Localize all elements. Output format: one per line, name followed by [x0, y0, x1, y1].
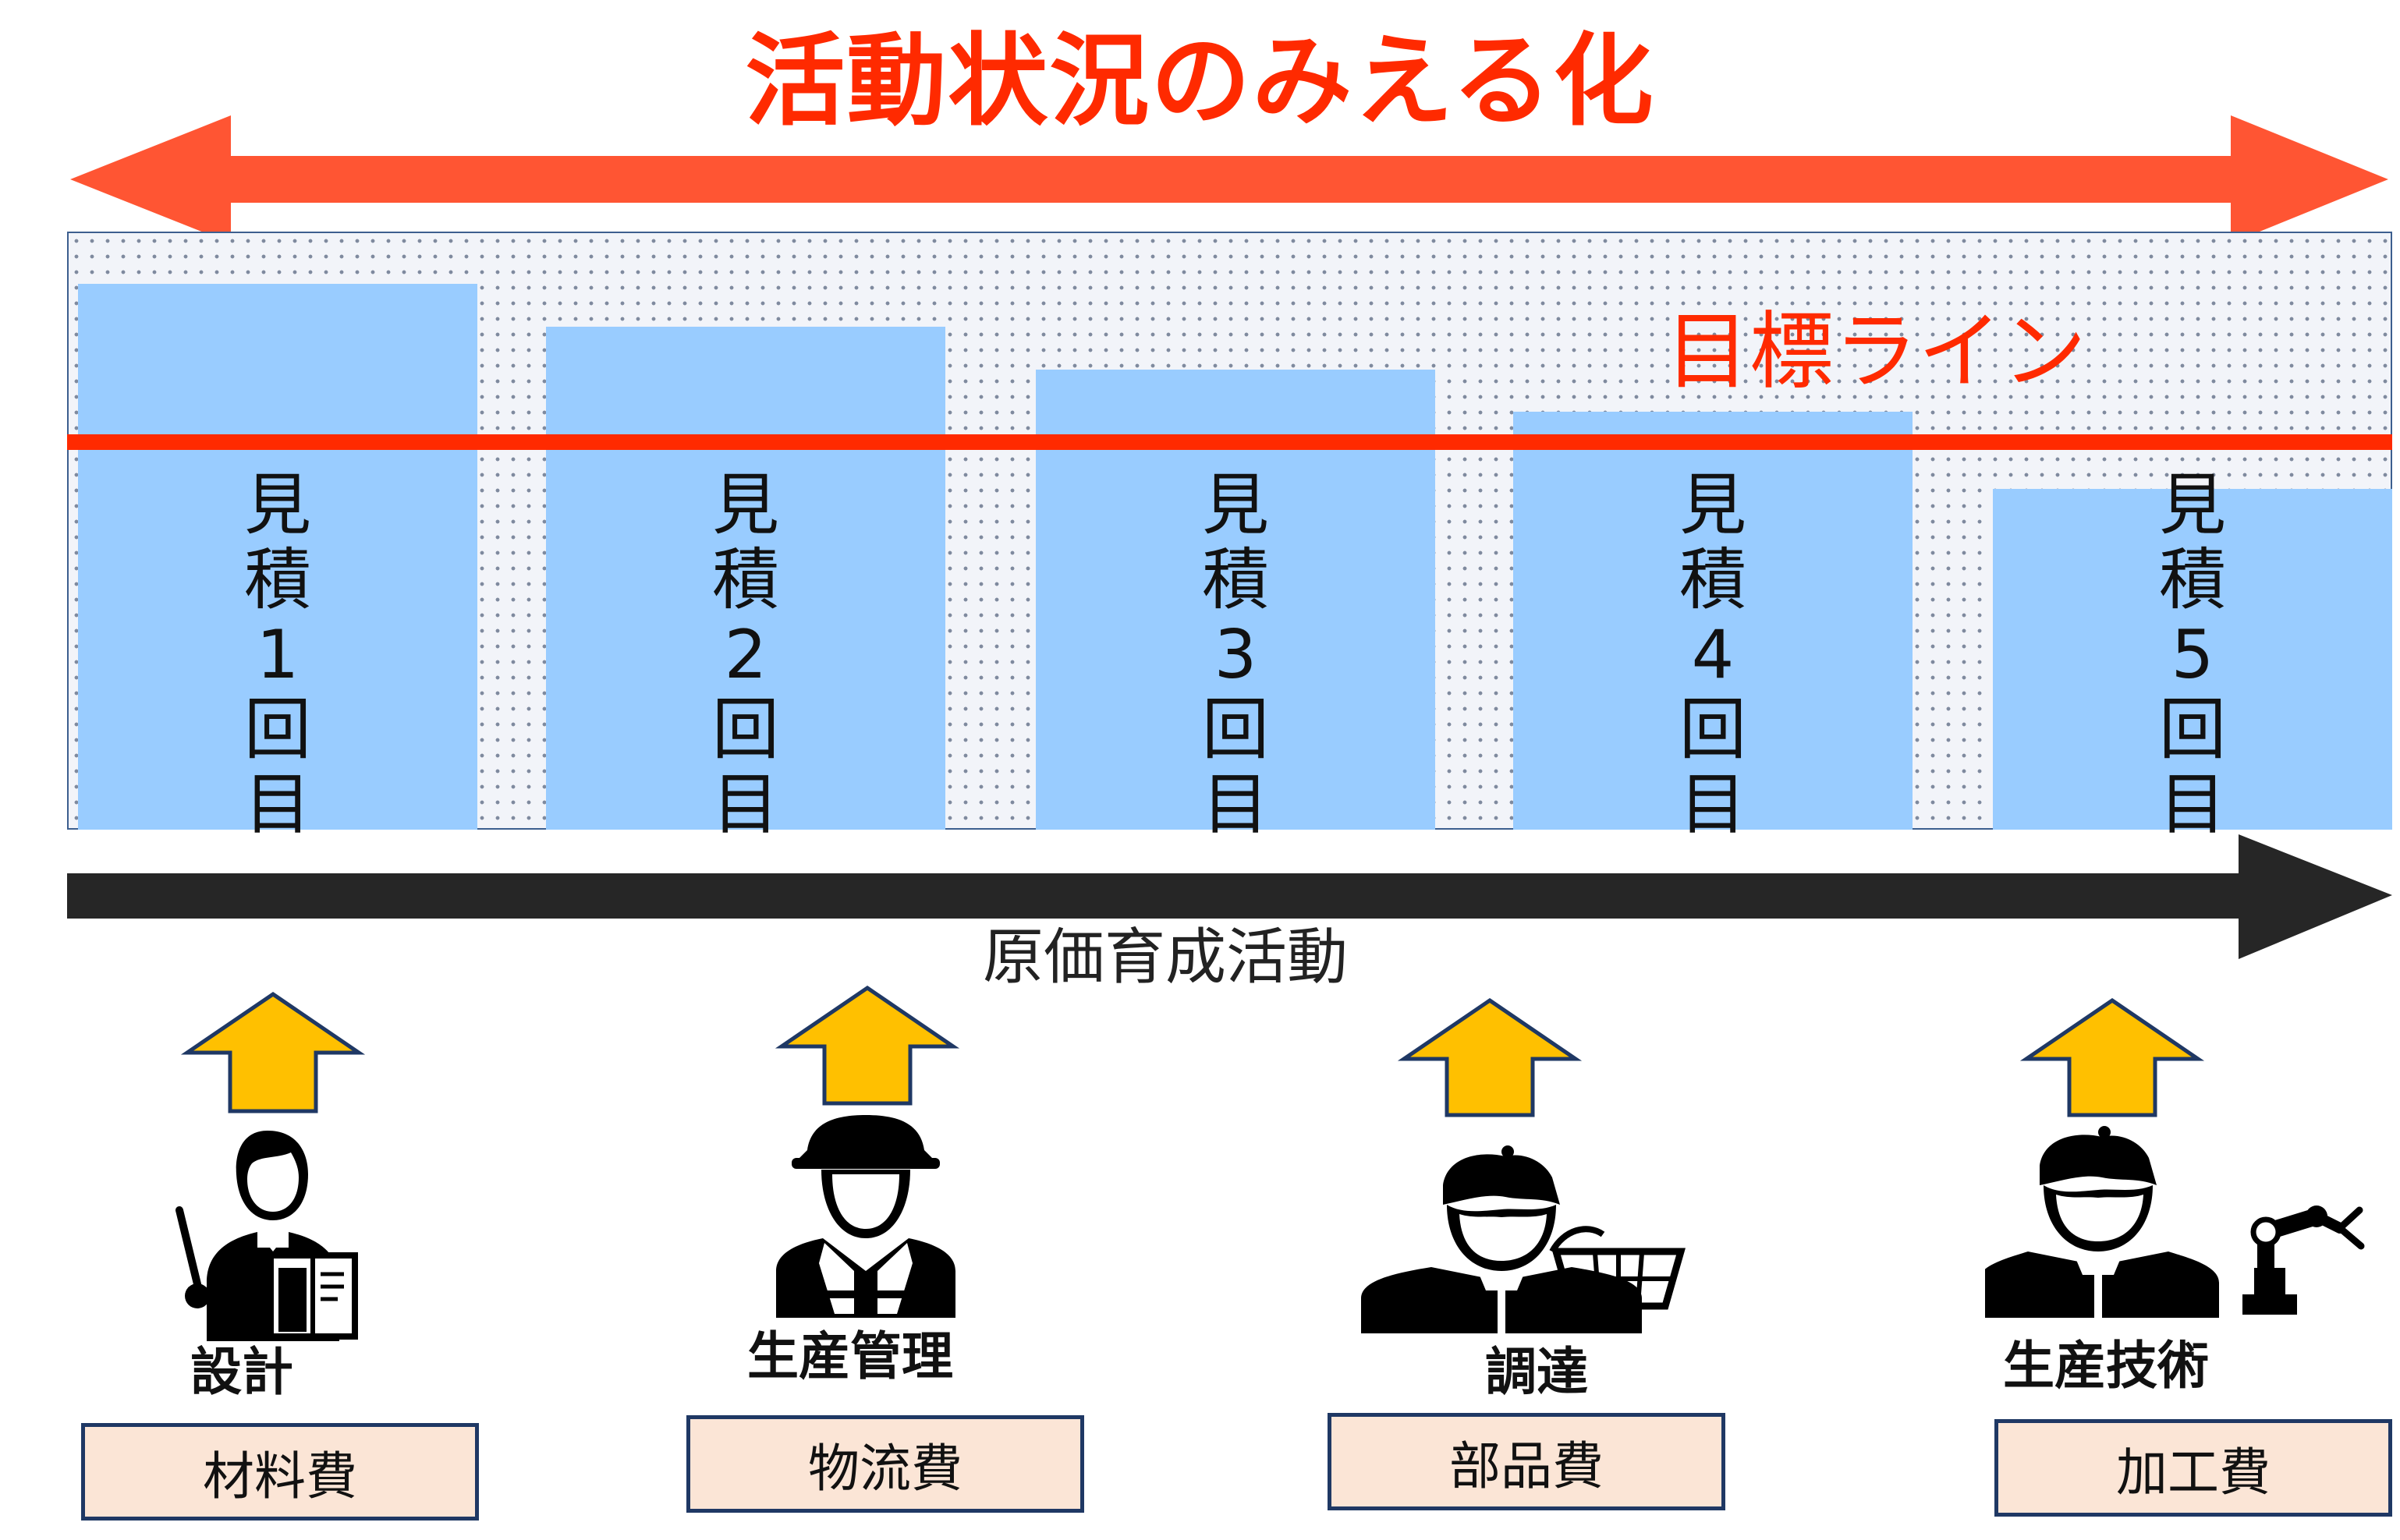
up-arrow-procurement [1397, 997, 1583, 1117]
estimate-bar-char: 積 [1202, 541, 1269, 619]
cost-box: 部品費 [1328, 1413, 1725, 1510]
estimate-bar-char: 4 [1691, 616, 1735, 694]
estimate-bar-char: 1 [256, 616, 300, 694]
estimate-bar-char: 見 [712, 466, 779, 544]
up-arrow-design [180, 991, 366, 1113]
estimate-bar-char: 見 [2159, 466, 2226, 544]
estimate-bar-char: 見 [1202, 466, 1269, 544]
timeline-arrow [67, 834, 2392, 959]
estimate-bar-char: 目 [712, 766, 779, 844]
visibility-double-arrow [70, 115, 2388, 243]
estimate-bar-char: 積 [712, 541, 779, 619]
designer-with-pointer-and-book-icon [175, 1131, 358, 1341]
estimate-bar-char: 回 [1202, 691, 1269, 769]
estimate-bar-char: 目 [2159, 766, 2226, 844]
worker-with-hardhat-and-vest-icon [776, 1115, 955, 1318]
role-name: 設計 [190, 1342, 293, 1402]
timeline-label: 原価育成活動 [983, 922, 1349, 993]
estimate-bar-char: 見 [1679, 466, 1746, 544]
role-name: 生産技術 [2003, 1336, 2209, 1396]
estimate-bar-char: 回 [244, 691, 311, 769]
cost-box: 材料費 [81, 1423, 479, 1521]
estimate-bar-char: 目 [1202, 766, 1269, 844]
estimate-bar-char: 目 [1679, 766, 1746, 844]
estimate-bar-char: 3 [1214, 616, 1257, 694]
diagram-title: 活動状況のみえる化 [745, 23, 1655, 140]
target-line-label: 目標ライン [1665, 303, 2087, 401]
estimate-bar [546, 327, 945, 830]
estimate-bar [1513, 412, 1913, 830]
estimate-bar [1993, 489, 2392, 830]
buyer-with-shopping-basket-icon [1361, 1145, 1686, 1333]
estimate-bar-char: 見 [244, 466, 311, 544]
role-name: 調達 [1485, 1342, 1588, 1402]
role-name: 生産管理 [747, 1326, 953, 1386]
estimate-bar-char: 回 [1679, 691, 1746, 769]
cost-box: 加工費 [1994, 1419, 2392, 1517]
estimate-bar-char: 5 [2171, 616, 2214, 694]
target-line [67, 434, 2392, 450]
up-arrows [180, 985, 2205, 1117]
up-arrow-production-engineering [2019, 997, 2205, 1117]
cost-box: 物流費 [686, 1415, 1084, 1513]
estimate-bar [78, 284, 477, 830]
estimate-bar-char: 回 [2159, 691, 2226, 769]
estimate-bar-char: 目 [244, 766, 311, 844]
up-arrow-production-control [775, 985, 960, 1106]
estimate-bar-char: 回 [712, 691, 779, 769]
estimate-bar-char: 積 [1679, 541, 1746, 619]
estimate-bar-char: 積 [244, 541, 311, 619]
engineer-with-robot-arm-icon [1985, 1126, 2365, 1318]
estimate-bar-char: 2 [724, 616, 768, 694]
estimate-bar-char: 積 [2159, 541, 2226, 619]
